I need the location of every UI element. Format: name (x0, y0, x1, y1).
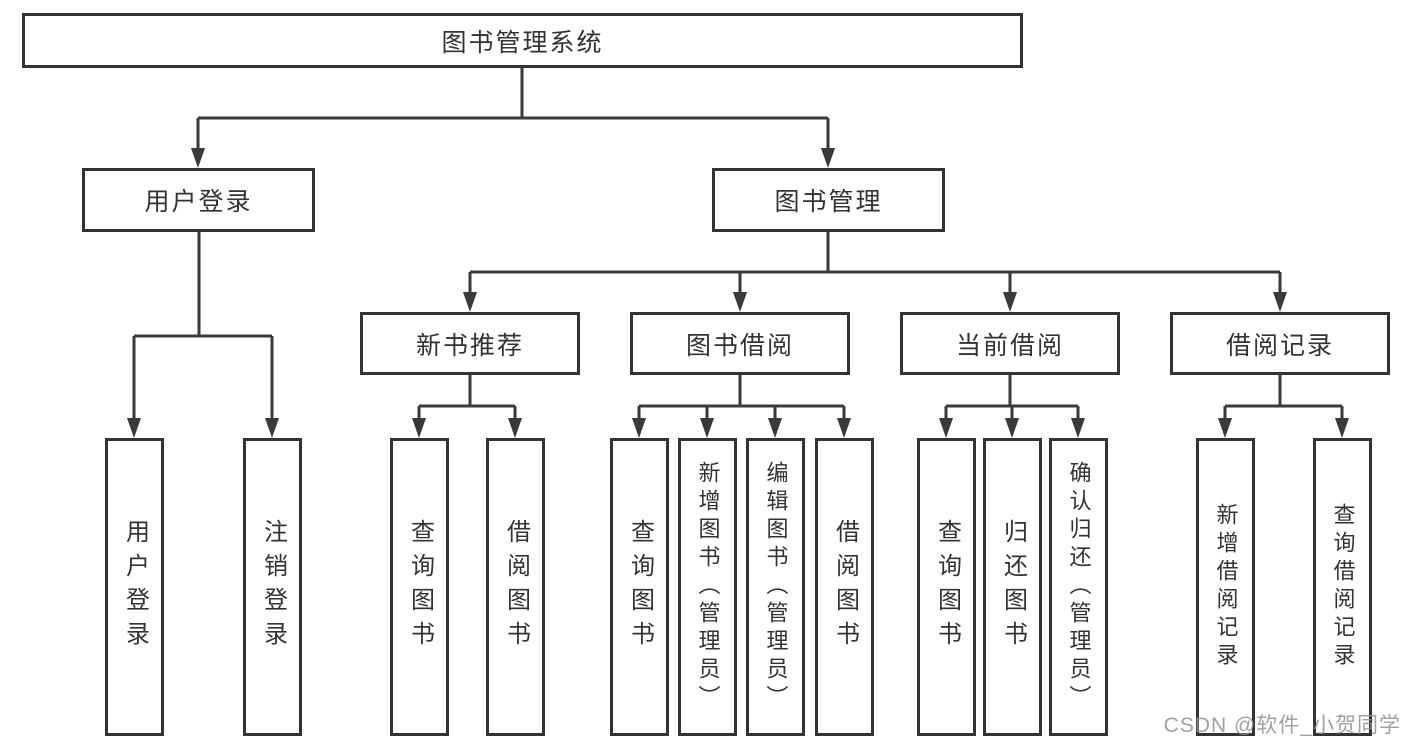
node-current-borrowing: 当前借阅 (900, 312, 1120, 375)
leaf-label: 借阅图书 (502, 519, 530, 655)
leaf-label: 注销登录 (259, 519, 287, 655)
node-root-system: 图书管理系统 (22, 13, 1023, 68)
leaf-borrow-books-2: 借阅图书 (815, 438, 874, 736)
leaf-label: 新增图书（管理员） (695, 461, 721, 713)
leaf-return-books: 归还图书 (983, 438, 1042, 736)
node-book-management: 图书管理 (712, 168, 945, 232)
leaf-label: 确认归还（管理员） (1066, 461, 1092, 713)
leaf-label: 新增借阅记录 (1213, 503, 1239, 671)
leaf-label: 查询图书 (406, 519, 434, 655)
leaf-label: 查询图书 (626, 519, 654, 655)
node-user-login: 用户登录 (82, 168, 315, 232)
node-new-book-recommend: 新书推荐 (360, 312, 580, 375)
csdn-watermark: CSDN @软件_小贺同学 (1163, 714, 1401, 737)
leaf-user-login: 用户登录 (105, 438, 164, 736)
leaf-label: 查询借阅记录 (1330, 503, 1356, 671)
leaf-label: 用户登录 (121, 519, 149, 655)
leaf-add-books-admin: 新增图书（管理员） (678, 438, 737, 736)
leaf-add-borrow-record: 新增借阅记录 (1196, 438, 1255, 736)
leaf-label: 借阅图书 (831, 519, 859, 655)
leaf-edit-books-admin: 编辑图书（管理员） (746, 438, 805, 736)
leaf-query-books-3: 查询图书 (917, 438, 976, 736)
node-book-borrowing: 图书借阅 (630, 312, 850, 375)
leaf-query-books-2: 查询图书 (610, 438, 669, 736)
leaf-label: 编辑图书（管理员） (763, 461, 789, 713)
leaf-borrow-books-1: 借阅图书 (486, 438, 545, 736)
leaf-label: 查询图书 (933, 519, 961, 655)
leaf-query-books-1: 查询图书 (390, 438, 449, 736)
leaf-query-borrow-record: 查询借阅记录 (1313, 438, 1372, 736)
leaf-logout: 注销登录 (243, 438, 302, 736)
node-borrowing-records: 借阅记录 (1170, 312, 1390, 375)
leaf-confirm-return-admin: 确认归还（管理员） (1049, 438, 1108, 736)
leaf-label: 归还图书 (999, 519, 1027, 655)
